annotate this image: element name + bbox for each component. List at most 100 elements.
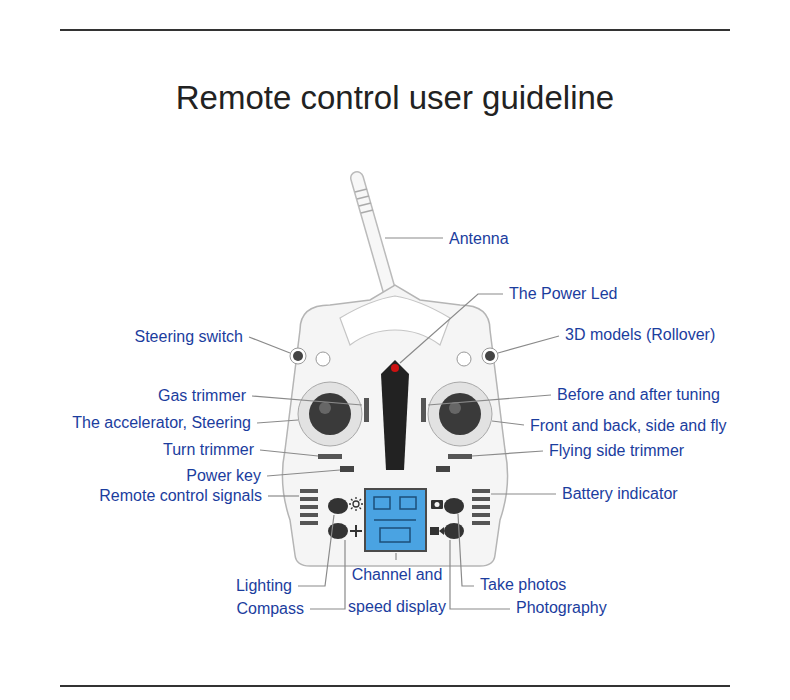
signal-bar [300,513,318,517]
sun-icon [349,497,363,511]
leader-line [252,396,362,405]
part-label: Front and back, side and fly [530,416,727,436]
leader-line [268,495,299,496]
leader-line [428,395,551,405]
battery-bar [472,497,490,501]
leader-line [267,470,340,476]
leader-line [260,450,318,456]
top-rule [60,29,730,31]
stick-base [428,382,492,446]
signal-bar [300,505,318,509]
handle [340,296,450,345]
leader-line [492,421,524,425]
camera-icon [431,500,443,509]
turn-trimmer [318,454,342,459]
battery-bar [472,521,490,525]
switch-button [316,352,330,366]
video-icon [430,527,444,535]
photo-button [444,498,464,514]
stick-highlight [319,402,331,414]
switch-ring [290,348,306,364]
antenna-outline [357,178,392,300]
leader-line [385,237,443,238]
part-label: Gas trimmer [158,386,246,406]
leader-line [298,515,334,586]
battery-bar [472,489,490,493]
leader-line [310,540,345,609]
leader-line [491,493,556,494]
steering-switch [293,351,303,361]
plus-icon [350,525,362,537]
part-label: 3D models (Rollover) [565,325,715,345]
leader-line [450,540,510,609]
video-icon [439,527,444,535]
part-label: Steering switch [135,327,244,347]
battery-bars [472,489,490,525]
part-label: The accelerator, Steering [72,413,251,433]
part-label: Turn trimmer [163,440,254,460]
part-label: Battery indicator [562,484,678,504]
lcd-segment [374,497,390,509]
leader-line [458,514,474,586]
rollover-switch [485,351,495,361]
battery-bar [472,505,490,509]
leader-line [249,337,290,353]
switch-ring [482,348,498,364]
side-key [436,466,450,472]
page-title: Remote control user guideline [176,78,614,118]
remote-body [282,285,507,566]
switch-button [457,352,471,366]
antenna-ring [361,210,373,213]
leader-line [395,553,396,560]
camera-icon [431,500,443,509]
antenna-ring [357,196,369,199]
power-key [340,466,354,472]
leader-line [400,294,503,363]
battery-bar [472,513,490,517]
center-wedge [381,360,409,470]
part-label: Remote control signals [99,486,262,506]
part-label: Channel and speed display [341,559,453,623]
antenna-ring [355,189,367,192]
part-label: Before and after tuning [557,385,720,405]
bottom-rule [60,685,730,687]
leader-line [472,451,543,456]
signal-bars [300,489,318,525]
part-label: The Power Led [509,284,618,304]
antenna-body [357,178,392,300]
stick-base [298,382,362,446]
signal-bar [300,497,318,501]
antenna-ring [359,203,371,206]
part-label: Take photos [480,575,566,595]
lcd-segment [374,519,416,521]
camera-lens [435,502,440,507]
lcd-segment [380,528,410,542]
left-stick [309,393,351,435]
sun-icon [353,501,359,507]
part-label: Photography [516,598,607,618]
signal-bar [300,489,318,493]
video-button [444,523,464,539]
part-label: Flying side trimmer [549,441,684,461]
tuning-trimmer [421,398,426,422]
lcd-segment [400,497,416,509]
leader-line [257,420,298,423]
part-label: Compass [236,599,304,619]
signal-bar [300,521,318,525]
lcd-segments [374,497,416,542]
power-led [391,364,399,372]
sun-icon [349,497,363,511]
side-trimmer [448,454,472,459]
stick-highlight [449,402,461,414]
gas-trimmer [364,398,369,422]
part-label: Lighting [236,576,292,596]
lcd-screen [365,489,426,551]
video-icon [430,527,439,535]
part-label: Antenna [449,229,509,249]
leader-line [498,336,559,353]
part-label: Power key [186,466,261,486]
lighting-button [328,498,348,514]
right-stick [439,393,481,435]
antenna-shape [355,178,392,300]
